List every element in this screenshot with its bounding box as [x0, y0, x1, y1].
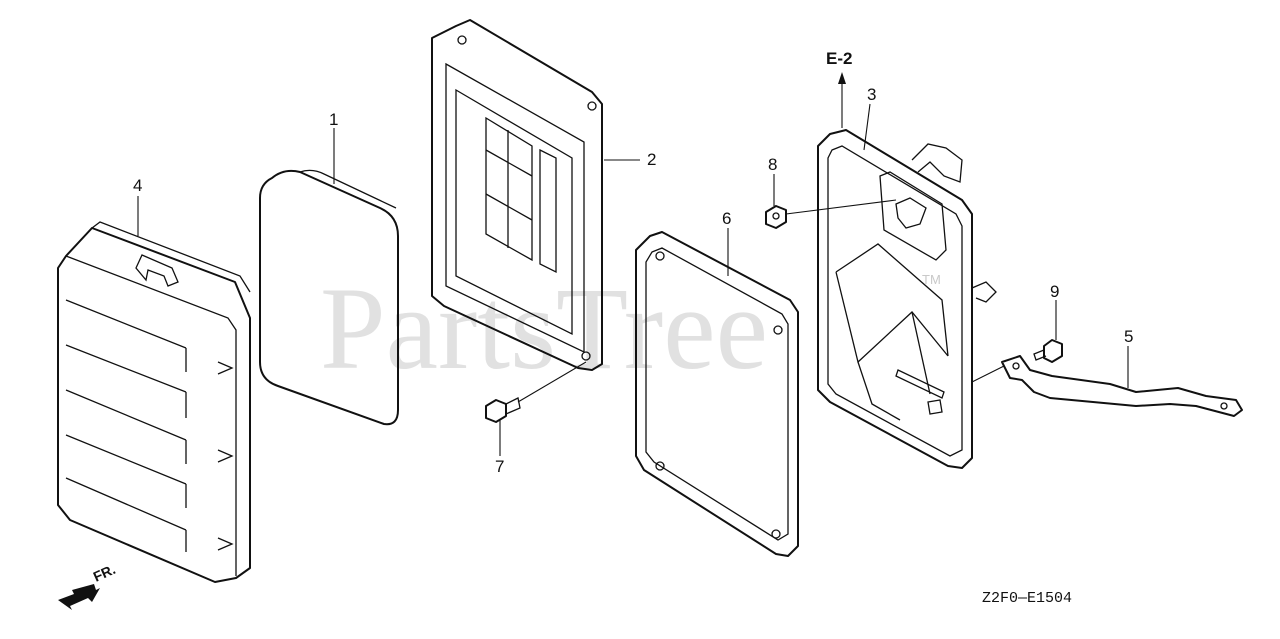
part-7-bolt[interactable] [485, 397, 521, 423]
callout-6[interactable]: 6 [722, 209, 731, 228]
part-5-stay[interactable] [1001, 355, 1243, 417]
reference-label-e2[interactable]: E-2 [826, 49, 852, 68]
front-direction-indicator: FR. [58, 561, 118, 610]
part-9-bolt[interactable] [1033, 339, 1063, 363]
reference-arrow-icon [838, 72, 846, 84]
callout-8[interactable]: 8 [768, 155, 777, 174]
part-4-air-cleaner-cover[interactable] [57, 221, 251, 583]
callout-3[interactable]: 3 [867, 85, 876, 104]
leader-lines [137, 72, 1129, 456]
part-2-air-cleaner-case[interactable] [431, 19, 603, 371]
part-6-gasket[interactable] [635, 231, 799, 557]
part-8-nut[interactable] [765, 205, 787, 229]
callout-5[interactable]: 5 [1124, 327, 1133, 346]
front-direction-label: FR. [91, 561, 118, 585]
diagram-code: Z2F0—E1504 [982, 590, 1072, 607]
callout-1[interactable]: 1 [329, 110, 338, 129]
callout-4[interactable]: 4 [133, 176, 142, 195]
watermark-text: PartsTree [320, 263, 768, 394]
callout-7[interactable]: 7 [495, 457, 504, 476]
callout-9[interactable]: 9 [1050, 282, 1059, 301]
callout-2[interactable]: 2 [647, 150, 656, 169]
front-arrow-icon [58, 584, 100, 610]
part-3-air-cleaner-base[interactable] [817, 129, 997, 469]
part-1-filter-element[interactable] [259, 169, 399, 426]
watermark-tm: TM [922, 272, 941, 287]
